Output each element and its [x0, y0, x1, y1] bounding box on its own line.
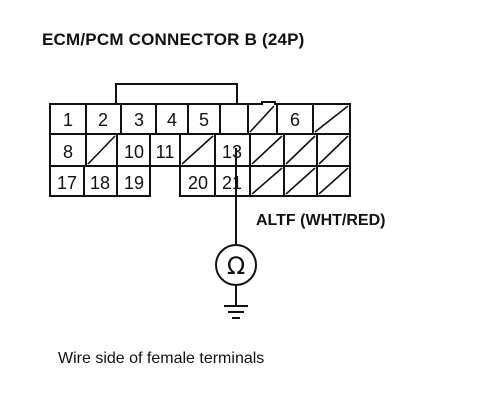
terminal-20: 20: [188, 173, 208, 193]
ground-icon: [224, 305, 248, 319]
wire-label: ALTF (WHT/RED): [256, 212, 386, 229]
empty-cavity-slashes: [87, 105, 349, 195]
terminal-19: 19: [124, 173, 144, 193]
connector-lock-tab: [115, 83, 238, 104]
terminal-11: 11: [156, 142, 175, 162]
terminal-6: 6: [290, 110, 300, 130]
terminal-3: 3: [134, 110, 144, 130]
connector-outline: [49, 101, 351, 197]
terminal-4: 4: [167, 110, 177, 130]
connector-title: ECM/PCM CONNECTOR B (24P): [42, 30, 305, 49]
terminal-21: 21: [222, 173, 242, 193]
terminal-13: 13: [222, 142, 242, 162]
terminal-5: 5: [199, 110, 209, 130]
terminal-10: 10: [124, 142, 144, 162]
ohm-symbol: Ω: [227, 252, 245, 280]
terminal-2: 2: [98, 110, 108, 130]
terminal-18: 18: [90, 173, 110, 193]
terminal-8: 8: [63, 142, 73, 162]
diagram-caption: Wire side of female terminals: [58, 350, 265, 367]
terminal-1: 1: [63, 110, 73, 130]
terminal-17: 17: [57, 173, 77, 193]
